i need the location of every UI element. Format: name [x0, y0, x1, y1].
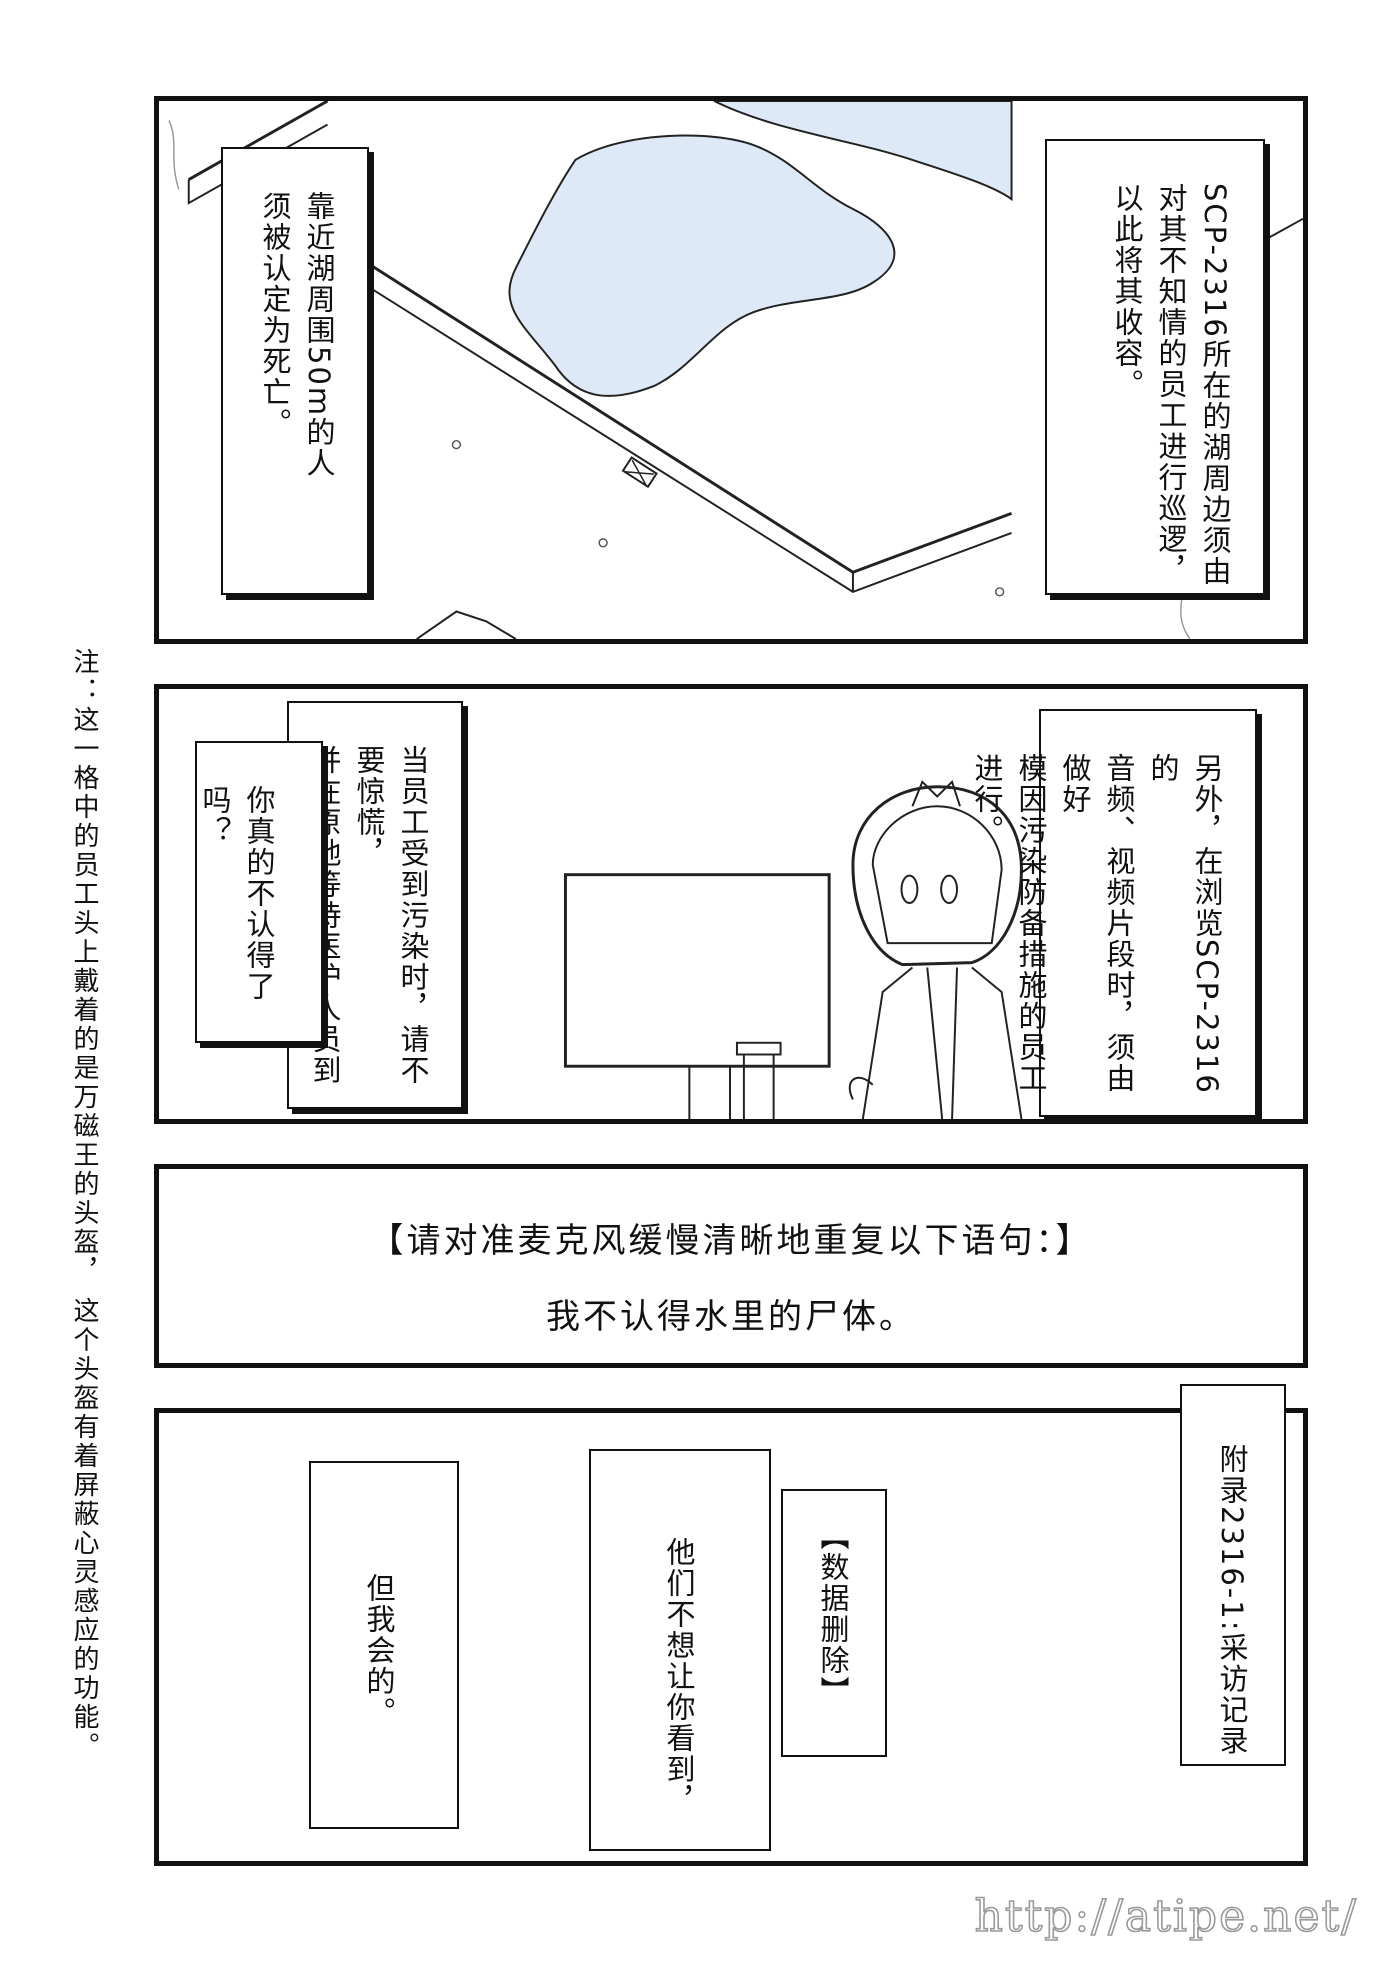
caption-but-text: 但我会的。	[362, 1573, 396, 1728]
panel-interview: 但我会的。 他们不想让你看到， 【数据删除】	[154, 1408, 1308, 1866]
caption-box-they: 他们不想让你看到，	[589, 1449, 771, 1851]
caption-box-perimeter: 靠近湖周围50m的人 须被认定为死亡。	[221, 147, 369, 595]
caption-box-memetic: 另外，在浏览SCP-2316的 音频、视频片段时，须由做好 模因污染防备措施的员…	[970, 709, 1257, 1117]
caption-memetic-text: 另外，在浏览SCP-2316的 音频、视频片段时，须由做好 模因污染防备措施的员…	[970, 753, 1224, 1095]
watermark: http://atipe.net/	[974, 1890, 1358, 1943]
caption-box-appendix: 附录2316-1:采访记录	[1180, 1384, 1286, 1766]
caption-they-text: 他们不想让你看到，	[662, 1537, 696, 1816]
repeat-phrase: 我不认得水里的尸体。	[546, 1297, 916, 1337]
caption-box-deleted: 【数据删除】	[781, 1489, 887, 1757]
panel-office: 当员工受到污染时，请不要惊慌， 并在原地等待医护人员到场。 你真的不认得了吗？ …	[154, 684, 1308, 1124]
caption-question-text: 你真的不认得了吗？	[198, 785, 276, 1002]
side-note: 注：这一格中的员工头上戴着的是万磁王的头盔， 这个头盔有着屏蔽心灵感应的功能。	[69, 648, 99, 1762]
caption-patrol-text: SCP-2316所在的湖周边须由 对其不知情的员工进行巡逻， 以此将其收容。	[1110, 183, 1232, 587]
data-deleted-text: 【数据删除】	[816, 1521, 850, 1707]
employee-illustration	[563, 780, 1023, 1119]
caption-box-but: 但我会的。	[309, 1461, 459, 1829]
caption-box-question: 你真的不认得了吗？	[195, 741, 323, 1043]
caption-box-patrol: SCP-2316所在的湖周边须由 对其不知情的员工进行巡逻， 以此将其收容。	[1045, 139, 1265, 595]
instruction-line: 【请对准麦克风缓慢清晰地重复以下语句：】	[369, 1221, 1093, 1261]
caption-perimeter-text: 靠近湖周围50m的人 须被认定为死亡。	[258, 191, 336, 480]
panel-lake: 靠近湖周围50m的人 须被认定为死亡。 SCP-2316所在的湖周边须由 对其不…	[154, 96, 1308, 644]
appendix-title: 附录2316-1:采访记录	[1215, 1444, 1249, 1757]
panel-instruction: 【请对准麦克风缓慢清晰地重复以下语句：】 我不认得水里的尸体。	[154, 1164, 1308, 1368]
